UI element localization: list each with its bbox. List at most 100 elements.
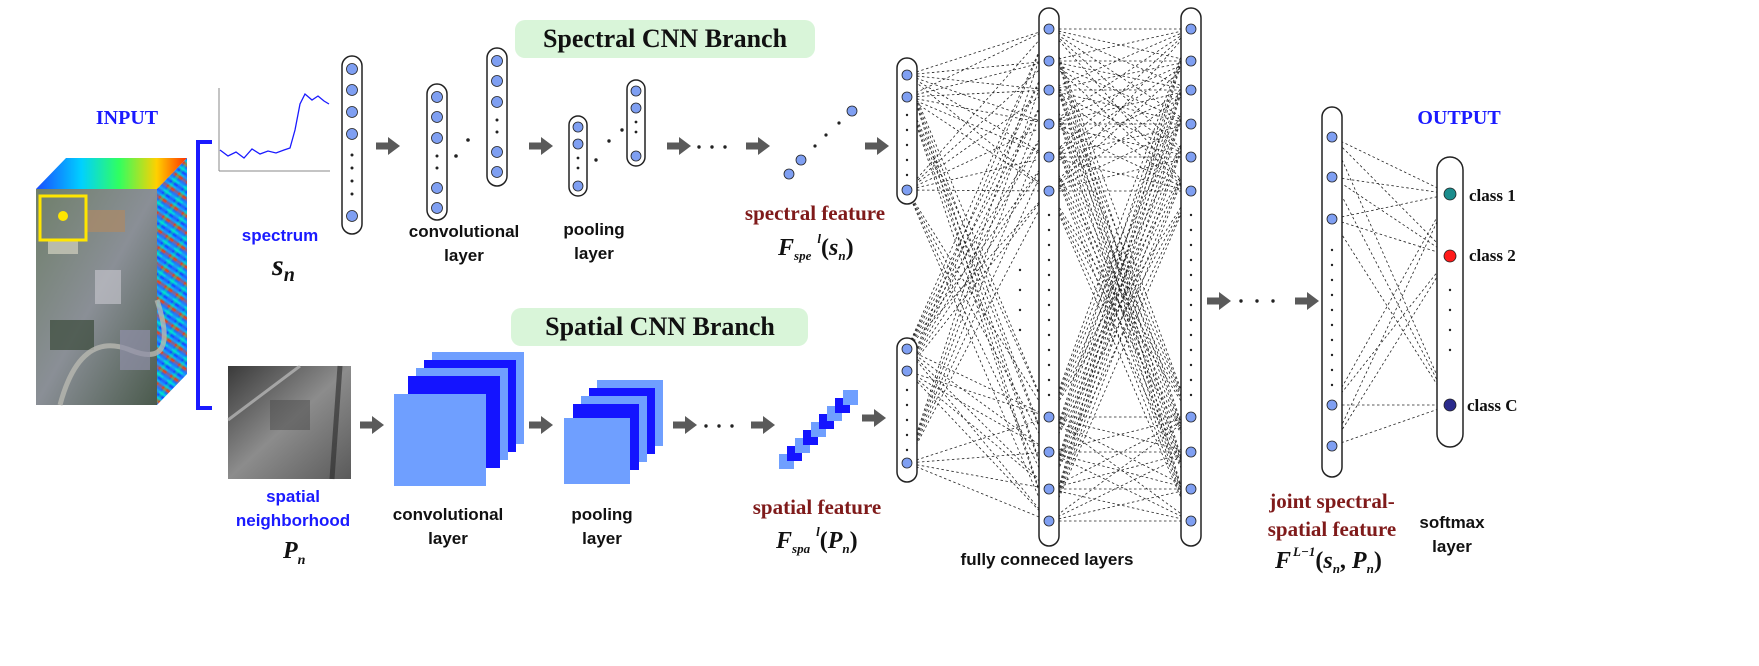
arrow-5 [865,137,889,155]
fc-node [901,457,913,469]
fc-ellipsis-dot [1330,278,1334,282]
fc-input-spatial-vector [896,337,918,483]
fc-connection [906,96,1050,158]
fc-nodes [901,23,1197,527]
fc-ellipsis-dot [905,403,909,407]
fc-connection [1048,89,1192,125]
fc-connection [1048,28,1192,453]
fc-connection [906,89,1050,372]
input-label: INPUT [96,107,159,129]
fc-connection [906,74,1050,490]
fc-connection [1048,416,1192,453]
fc-connection [906,370,1050,522]
arrow-10 [862,409,886,427]
fc-connection [1331,176,1451,406]
fc-connection [1048,190,1192,418]
arrow-12 [1295,292,1319,310]
fc-ellipsis-dot [1047,348,1051,352]
spectral-pool-vectors [568,79,646,197]
joint-feature-label-line2: spatial feature [1268,517,1397,541]
fc-connection [906,96,1050,125]
fc-node [1043,411,1055,423]
fc-connection [1048,89,1192,418]
fc-ellipsis-dot [1448,328,1452,332]
fc-connection [906,123,1050,350]
arrow-2 [529,137,553,155]
spatial-conv-label-line2: layer [428,529,468,548]
fc-connection [906,74,1050,453]
fc-connection [1048,28,1192,453]
fc-connection [906,462,1050,522]
fc-node [901,184,913,196]
fc-connection [1048,60,1192,453]
fc-ellipsis-dot [905,128,909,132]
spatial-feature-cubes [779,390,858,469]
fc-ellipsis-dot [1047,363,1051,367]
spatial-pool-label-line2: layer [582,529,622,548]
fc-connection [1048,488,1192,522]
fc-connection [1048,60,1192,125]
fc-node [1043,151,1055,163]
spectral-feature-nodes [783,105,858,180]
fc-ellipsis-dot [1018,288,1022,292]
fc-connection [906,190,1050,372]
spectral-pool-label-line2: layer [574,244,614,263]
fc-connection [1048,451,1192,490]
fc-connection [906,74,1050,418]
fc-ellipsis-dot [905,158,909,162]
fc-ellipsis-dot [1189,213,1193,217]
fc-ellipsis-dot [905,113,909,117]
fc-connection [906,89,1050,191]
fc-connection [906,60,1050,76]
fc-ellipsis-dot [1189,393,1193,397]
fc-node [901,91,913,103]
spatial-conv-maps [394,352,524,486]
fc-connection [906,74,1050,91]
spatial-neighborhood-label-line1: spatial [266,487,320,506]
fc-node [1185,185,1197,197]
fc-connection [906,190,1050,350]
fc-node [1185,23,1197,35]
fc-connection [906,96,1050,418]
fc-ellipsis-dot [1189,303,1193,307]
fc-connection [1048,416,1192,453]
fc-connection [1048,28,1192,62]
fc-node [1185,411,1197,423]
fc-connection [1048,123,1192,453]
fc-ellipsis-dot [1330,353,1334,357]
fc-ellipsis-dot [1047,303,1051,307]
spatial-neighborhood-symbol: Pn [282,538,306,568]
fc-connection [1331,218,1451,406]
joint-feature-vector [1321,106,1343,478]
fc-connection [1048,156,1192,522]
spectral-pool-label-line1: pooling [563,220,624,239]
fc-hidden-layer-2 [1180,7,1202,547]
fc-ellipsis-dot [1189,273,1193,277]
fc-connection [906,89,1050,464]
fc-connection [1048,416,1192,490]
fc-ellipsis-dot [1047,213,1051,217]
fc-ellipsis-dot [1189,258,1193,262]
arrow-9 [751,416,775,434]
fc-node [1043,84,1055,96]
joint-feature-label-line1: joint spectral- [1268,489,1394,513]
fc-connection [906,60,1050,464]
fc-connection [1048,190,1192,418]
fc-ellipsis-dot [905,448,909,452]
fc-ellipsis-dot [1189,378,1193,382]
fc-connection [1048,28,1192,490]
fc-connection [906,96,1050,453]
spatial-branch-title-bg [511,308,808,346]
fc-connection [906,348,1050,490]
fc-connection [1048,123,1192,522]
fc-node [1185,84,1197,96]
spatial-feature-label: spatial feature [753,495,882,519]
spatial-neighborhood-image [227,364,351,480]
spectral-conv-vectors [426,47,508,221]
fc-connection [1331,136,1451,195]
fc-ellipsis-dot [905,143,909,147]
spectral-ellipsis-dots [697,145,727,149]
fc-connection [1048,123,1192,418]
arrow-8 [673,416,697,434]
fc-connection [906,370,1050,490]
